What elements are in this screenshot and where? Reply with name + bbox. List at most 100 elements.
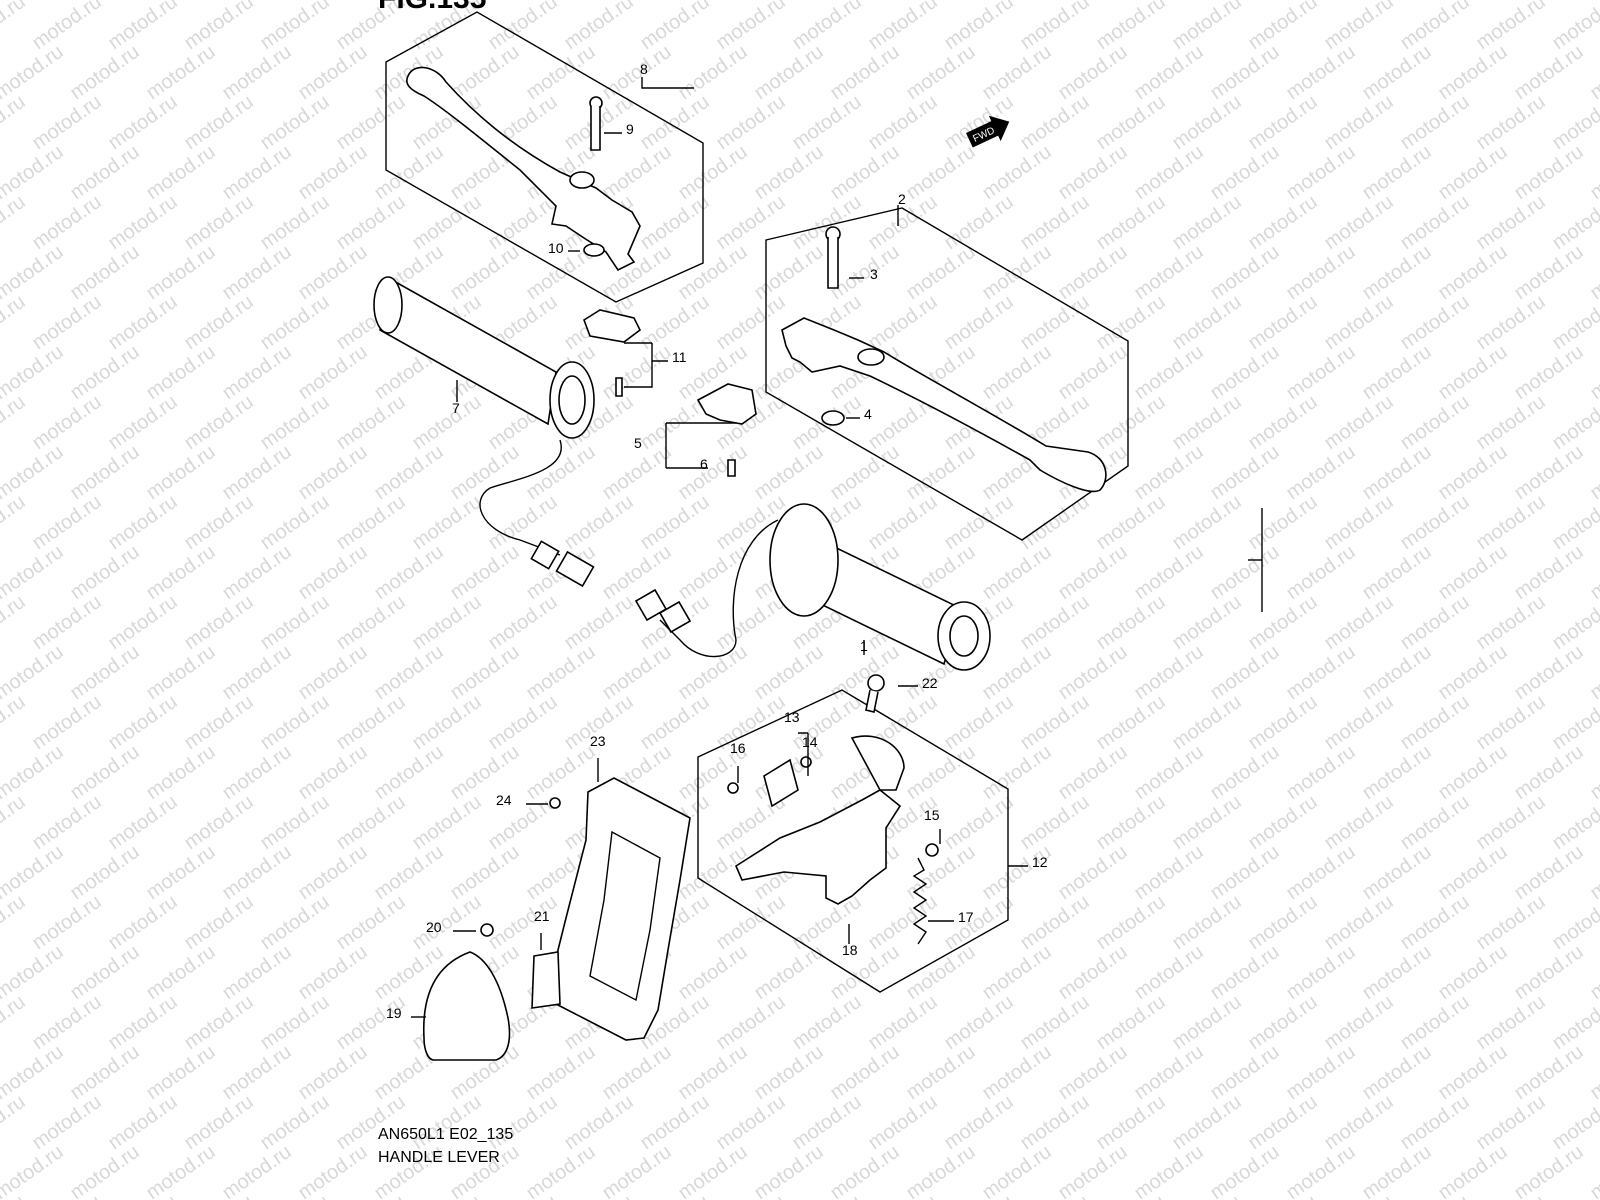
- watermark-text: motod.ru: [66, 841, 143, 904]
- watermark-text: motod.ru: [1244, 191, 1321, 254]
- watermark-text: motod.ru: [940, 291, 1017, 354]
- watermark-text: motod.ru: [370, 641, 447, 704]
- watermark-text: motod.ru: [370, 841, 447, 904]
- watermark-text: motod.ru: [0, 591, 30, 654]
- watermark-text: motod.ru: [1396, 91, 1473, 154]
- watermark-text: motod.ru: [28, 391, 105, 454]
- watermark-text: motod.ru: [446, 541, 523, 604]
- watermark-text: motod.ru: [1586, 541, 1600, 604]
- watermark-text: motod.ru: [1282, 141, 1359, 204]
- watermark-text: motod.ru: [1282, 741, 1359, 804]
- watermark-text: motod.ru: [1016, 591, 1093, 654]
- watermark-text: motod.ru: [218, 341, 295, 404]
- watermark-text: motod.ru: [256, 991, 333, 1054]
- watermark-text: motod.ru: [1282, 341, 1359, 404]
- watermark-text: motod.ru: [332, 191, 409, 254]
- spring-17: [912, 857, 928, 945]
- callout-17: 17: [958, 909, 974, 925]
- watermark-text: motod.ru: [1586, 441, 1600, 504]
- watermark-text: motod.ru: [826, 141, 903, 204]
- watermark-text: motod.ru: [180, 491, 257, 554]
- watermark-text: motod.ru: [1396, 491, 1473, 554]
- pad-19: [422, 951, 511, 1061]
- watermark-text: motod.ru: [940, 191, 1017, 254]
- watermark-text: motod.ru: [1016, 0, 1093, 54]
- watermark-text: motod.ru: [28, 0, 105, 54]
- watermark-text: motod.ru: [1282, 641, 1359, 704]
- watermark-text: motod.ru: [788, 691, 865, 754]
- watermark-text: motod.ru: [1510, 841, 1587, 904]
- watermark-text: motod.ru: [1130, 241, 1207, 304]
- watermark-text: motod.ru: [1016, 1091, 1093, 1154]
- watermark-text: motod.ru: [1396, 0, 1473, 54]
- watermark-text: motod.ru: [1396, 191, 1473, 254]
- watermark-text: motod.ru: [142, 741, 219, 804]
- watermark-text: motod.ru: [1358, 1041, 1435, 1104]
- watermark-text: motod.ru: [1130, 541, 1207, 604]
- watermark-text: motod.ru: [1472, 491, 1549, 554]
- watermark-text: motod.ru: [1586, 741, 1600, 804]
- assembly-box-2: [765, 207, 1129, 541]
- parking-bracket-18: [734, 789, 902, 905]
- watermark-text: motod.ru: [180, 0, 257, 54]
- watermark-text: motod.ru: [712, 891, 789, 954]
- watermark-text: motod.ru: [180, 1091, 257, 1154]
- watermark-text: motod.ru: [0, 191, 30, 254]
- watermark-text: motod.ru: [1168, 591, 1245, 654]
- watermark-text: motod.ru: [370, 541, 447, 604]
- watermark-text: motod.ru: [1358, 241, 1435, 304]
- watermark-text: motod.ru: [484, 591, 561, 654]
- watermark-text: motod.ru: [902, 841, 979, 904]
- watermark-text: motod.ru: [28, 491, 105, 554]
- watermark-text: motod.ru: [142, 841, 219, 904]
- watermark-text: motod.ru: [750, 241, 827, 304]
- watermark-text: motod.ru: [332, 791, 409, 854]
- watermark-text: motod.ru: [636, 191, 713, 254]
- watermark-text: motod.ru: [218, 741, 295, 804]
- watermark-text: motod.ru: [1510, 41, 1587, 104]
- watermark-text: motod.ru: [294, 541, 371, 604]
- grommet-21: [531, 951, 561, 1009]
- watermark-text: motod.ru: [1130, 41, 1207, 104]
- watermark-text: motod.ru: [1168, 1091, 1245, 1154]
- watermark-text: motod.ru: [66, 541, 143, 604]
- watermark-text: motod.ru: [1434, 941, 1511, 1004]
- watermark-text: motod.ru: [1282, 241, 1359, 304]
- watermark-text: motod.ru: [1206, 941, 1283, 1004]
- watermark-text: motod.ru: [1092, 691, 1169, 754]
- watermark-text: motod.ru: [902, 1141, 979, 1200]
- watermark-text: motod.ru: [180, 191, 257, 254]
- callout-6: 6: [700, 456, 708, 472]
- watermark-text: motod.ru: [180, 991, 257, 1054]
- watermark-text: motod.ru: [978, 341, 1055, 404]
- watermark-text: motod.ru: [1510, 441, 1587, 504]
- watermark-text: motod.ru: [446, 441, 523, 504]
- watermark-text: motod.ru: [864, 91, 941, 154]
- watermark-text: motod.ru: [902, 741, 979, 804]
- watermark-text: motod.ru: [1472, 1091, 1549, 1154]
- watermark-text: motod.ru: [66, 141, 143, 204]
- watermark-text: motod.ru: [142, 341, 219, 404]
- watermark-text: motod.ru: [1472, 391, 1549, 454]
- watermark-text: motod.ru: [978, 541, 1055, 604]
- watermark-text: motod.ru: [0, 1191, 30, 1200]
- watermark-text: motod.ru: [598, 641, 675, 704]
- watermark-text: motod.ru: [1434, 341, 1511, 404]
- watermark-text: motod.ru: [750, 641, 827, 704]
- watermark-text: motod.ru: [1130, 1041, 1207, 1104]
- watermark-text: motod.ru: [1168, 791, 1245, 854]
- grip-right-1: [634, 503, 991, 671]
- watermark-text: motod.ru: [446, 841, 523, 904]
- watermark-text: motod.ru: [1358, 541, 1435, 604]
- watermark-text: motod.ru: [1130, 641, 1207, 704]
- callout-18: 18: [842, 942, 858, 958]
- watermark-text: motod.ru: [712, 291, 789, 354]
- watermark-text: motod.ru: [218, 41, 295, 104]
- watermark-text: motod.ru: [1244, 991, 1321, 1054]
- watermark-text: motod.ru: [1282, 1041, 1359, 1104]
- watermark-text: motod.ru: [788, 91, 865, 154]
- watermark-text: motod.ru: [408, 491, 485, 554]
- watermark-text: motod.ru: [598, 41, 675, 104]
- watermark-text: motod.ru: [218, 641, 295, 704]
- watermark-text: motod.ru: [1396, 891, 1473, 954]
